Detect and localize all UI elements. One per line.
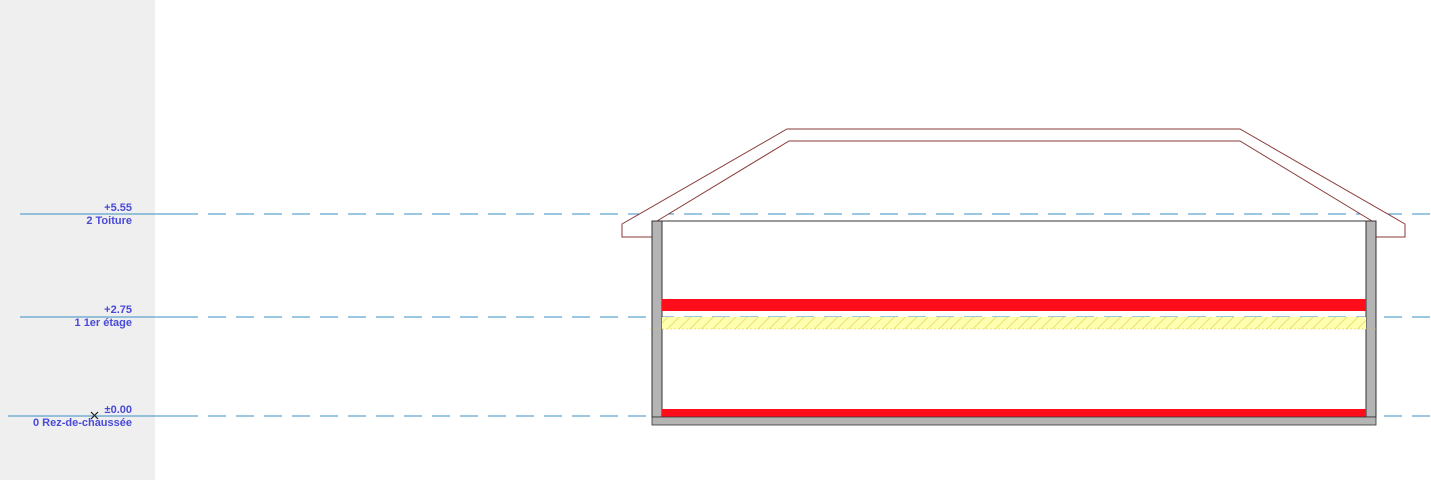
- level-elevation: +5.55: [104, 202, 132, 214]
- level-header-strip: [0, 0, 155, 480]
- level-name: 2 Toiture: [86, 215, 132, 227]
- level-rdc-label[interactable]: ±0.00 0 Rez-de-chaussée: [33, 404, 132, 430]
- level-toiture-label[interactable]: +5.55 2 Toiture: [86, 202, 132, 228]
- wall-right[interactable]: [1365, 220, 1377, 418]
- level-etage-label[interactable]: +2.75 1 1er étage: [75, 304, 132, 330]
- origin-marker-icon: [90, 411, 99, 420]
- floor-slab-rdc[interactable]: [662, 409, 1366, 417]
- level-name: 1 1er étage: [74, 317, 132, 329]
- level-name: 0 Rez-de-chaussée: [32, 417, 132, 429]
- foundation-slab[interactable]: [651, 416, 1377, 426]
- insulation-layer[interactable]: [662, 317, 1366, 329]
- floor-slab-etage[interactable]: [662, 299, 1366, 311]
- level-elevation: +2.75: [104, 304, 132, 316]
- wall-left[interactable]: [651, 220, 663, 418]
- level-elevation: ±0.00: [104, 404, 132, 416]
